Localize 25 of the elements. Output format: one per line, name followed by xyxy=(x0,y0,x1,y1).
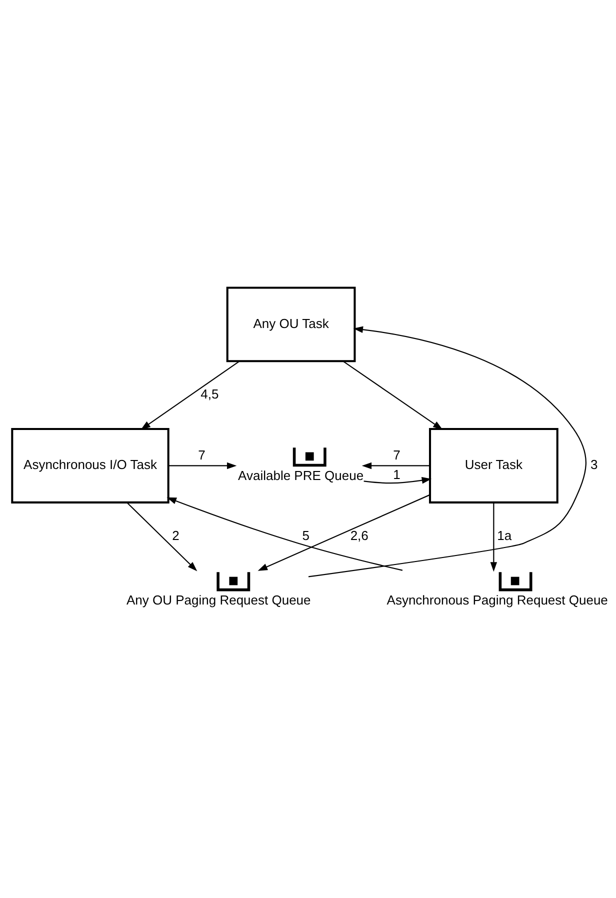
arrow xyxy=(362,462,430,470)
node-label: Asynchronous Paging Request Queue xyxy=(386,592,608,608)
edge-label: 3 xyxy=(590,457,598,472)
node-label: Any OU Paging Request Queue xyxy=(126,592,311,608)
arrow xyxy=(490,502,498,572)
node-box: Any OU Task xyxy=(226,286,356,362)
arrow xyxy=(364,477,432,484)
edge-label: 2 xyxy=(172,528,180,543)
arrow xyxy=(258,494,430,571)
edge-label: 2,6 xyxy=(350,528,368,543)
edge-label: 1a xyxy=(497,528,512,543)
node-label: Available PRE Queue xyxy=(238,468,364,483)
edge-label: 5 xyxy=(302,528,310,543)
node-box: User Task xyxy=(428,428,558,504)
arrow xyxy=(126,502,198,572)
edge-label: 7 xyxy=(393,447,400,462)
arrow xyxy=(140,360,240,430)
arrow xyxy=(342,360,443,430)
edge-label: 1 xyxy=(393,466,400,482)
arrow xyxy=(168,462,237,470)
edge-label: 4,5 xyxy=(200,386,219,402)
arrow xyxy=(166,497,403,571)
arrow xyxy=(308,326,586,578)
node-box: Asynchronous I/O Task xyxy=(11,428,170,504)
edge-label: 7 xyxy=(198,447,206,462)
